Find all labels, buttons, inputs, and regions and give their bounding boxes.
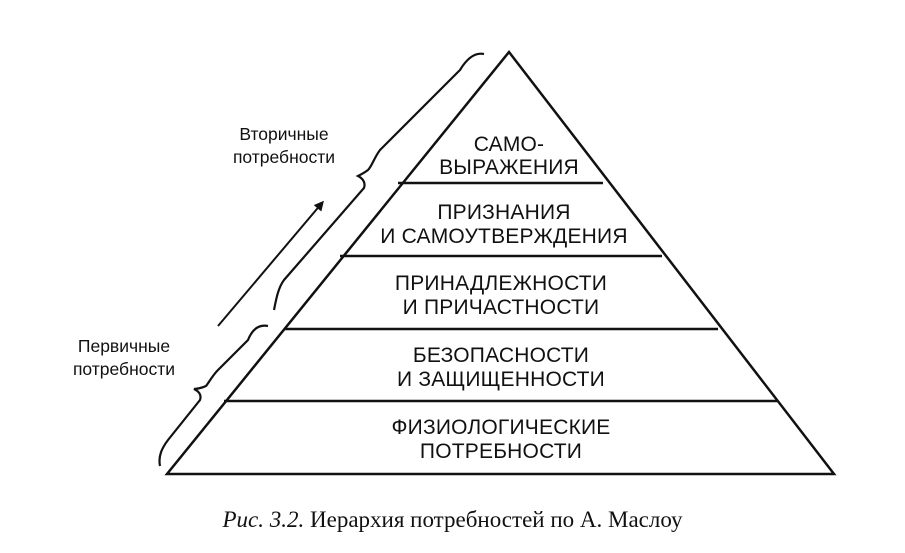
primary-needs-label-line1: Первичные [78,336,170,356]
primary-needs-label-line2: потребности [73,359,175,379]
secondary-needs-brace [272,52,485,311]
secondary-needs-label-line2: потребности [233,147,335,167]
level-recognition-label-line1: ПРИЗНАНИЯ [437,201,570,224]
figure-caption-number: Рис. 3.2. [222,507,305,532]
pyramid-outline [164,49,837,476]
level-physiological-label-line2: ПОТРЕБНОСТИ [420,440,582,463]
level-recognition-label-line2: И САМОУТВЕРЖДЕНИЯ [380,225,627,248]
level-physiological-label-line1: ФИЗИОЛОГИЧЕСКИЕ [391,416,610,439]
level-safety-label-line1: БЕЗОПАСНОСТИ [413,344,589,367]
level-belonging-label-line2: И ПРИЧАСТНОСТИ [403,296,600,319]
up-arrow-icon [217,200,324,327]
figure-caption-text: Иерархия потребностей по А. Маслоу [304,507,683,532]
secondary-needs-label-line1: Вторичные [239,124,328,144]
level-safety-label-line2: И ЗАЩИЩЕННОСТИ [397,368,605,391]
level-self-expression-label-line1: САМО- [474,133,545,156]
figure-caption: Рис. 3.2. Иерархия потребностей по А. Ма… [0,507,905,533]
level-belonging-label-line1: ПРИНАДЛЕЖНОСТИ [395,272,607,295]
level-self-expression-label-line2: ВЫРАЖЕНИЯ [439,156,579,179]
primary-needs-brace [158,324,269,467]
